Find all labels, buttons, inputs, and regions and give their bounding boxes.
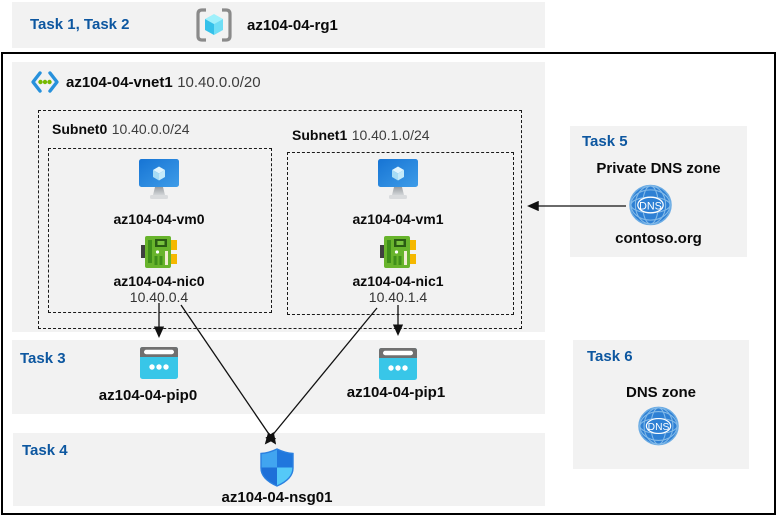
nic1-icon (380, 234, 416, 270)
vnet-name: az104-04-vnet1 (66, 74, 173, 91)
dns-icon-text-task5: DNS (639, 200, 662, 212)
private-dns-zone-icon: DNS (629, 184, 672, 226)
resource-group-icon (194, 6, 234, 44)
task5-zone-name: contoso.org (615, 230, 702, 247)
subnet0-cidr: 10.40.0.0/24 (111, 121, 190, 137)
subnet0-name: Subnet0 (52, 121, 108, 137)
task1-2-label: Task 1, Task 2 (30, 16, 130, 33)
subnet0-dashed-box (48, 148, 272, 313)
pip1-label: az104-04-pip1 (346, 384, 446, 401)
pip0-icon (140, 347, 178, 379)
nic0-icon (141, 234, 177, 270)
task6-label: Task 6 (587, 348, 633, 365)
nsg-label: az104-04-nsg01 (221, 489, 333, 506)
task3-label: Task 3 (20, 350, 66, 367)
resource-group-name: az104-04-rg1 (247, 17, 338, 34)
nic0-label: az104-04-nic0 (113, 273, 205, 289)
dns-zone-icon: DNS (638, 406, 679, 446)
dns-icon-text-task6: DNS (648, 422, 670, 433)
pip1-icon (379, 348, 417, 380)
vnet-title: az104-04-vnet1 10.40.0.0/20 (66, 74, 261, 92)
vm1-label: az104-04-vm1 (352, 211, 444, 227)
nic1-ip: 10.40.1.4 (368, 289, 428, 305)
virtual-network-icon (30, 70, 60, 94)
task5-label: Task 5 (582, 133, 628, 150)
subnet1-cidr: 10.40.1.0/24 (351, 127, 430, 143)
vm0-icon (138, 158, 180, 202)
task1-2-band (12, 2, 545, 48)
subnet1-title: Subnet1 10.40.1.0/24 (292, 127, 430, 145)
task4-label: Task 4 (22, 442, 68, 459)
nic1-label: az104-04-nic1 (352, 273, 444, 289)
task5-title: Private DNS zone (596, 160, 721, 177)
task6-box (573, 340, 749, 469)
vm1-icon (377, 158, 419, 202)
nsg-shield-icon (259, 448, 295, 487)
subnet1-dashed-box (287, 152, 514, 315)
vm0-label: az104-04-vm0 (113, 211, 205, 227)
subnet0-title: Subnet0 10.40.0.0/24 (52, 121, 190, 139)
vnet-cidr: 10.40.0.0/20 (177, 74, 261, 91)
vnet-region (12, 62, 545, 332)
nic0-ip: 10.40.0.4 (129, 289, 189, 305)
task6-title: DNS zone (625, 384, 696, 401)
pip0-label: az104-04-pip0 (98, 387, 198, 404)
subnet1-name: Subnet1 (292, 127, 348, 143)
